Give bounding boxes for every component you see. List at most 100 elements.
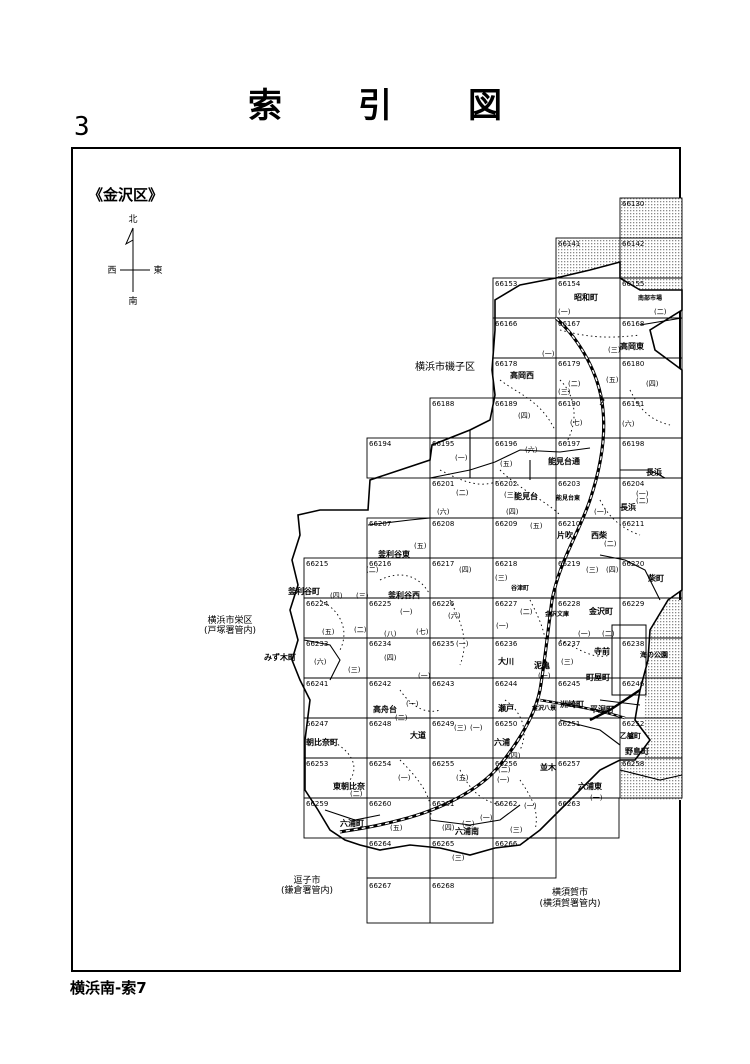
sea-area (556, 198, 682, 800)
chome-mark: (二) (366, 566, 379, 574)
footer-label: 横浜南-索7 (70, 979, 147, 997)
place-name: 東朝比奈 (333, 781, 366, 791)
compass-north: 北 (128, 214, 137, 225)
chome-mark: (一) (418, 672, 431, 680)
chome-mark: (六) (622, 419, 635, 428)
grid-cell-number: 66244 (495, 680, 518, 688)
chome-mark: (三) (454, 724, 467, 732)
place-name: 並木 (540, 762, 557, 772)
grid-cell-number: 66258 (622, 760, 644, 768)
place-name: 寺前 (594, 646, 610, 656)
chome-marks: (一) (二) (一) (三) (二) (三) (五) (四) (四) (七) … (314, 308, 667, 862)
grid-cell-number: 66250 (495, 720, 517, 728)
place-name: 釜利谷西 (387, 590, 420, 600)
place-name: 能見台 (514, 491, 538, 501)
chome-mark: (五) (500, 460, 513, 468)
place-name: 金沢文庫 (544, 610, 569, 618)
place-name: 高岡東 (620, 341, 644, 351)
grid-cell-number: 66197 (558, 440, 580, 448)
chome-mark: (一) (496, 622, 509, 630)
chome-mark: (一) (497, 776, 510, 784)
chome-mark: (二) (354, 626, 367, 634)
grid-cell-number: 66219 (558, 560, 580, 568)
railway-line (339, 316, 641, 834)
chome-mark: (六) (448, 611, 461, 620)
grid-cell-number: 66243 (432, 680, 454, 688)
chome-mark: (二) (456, 489, 469, 497)
chome-mark: (六) (525, 445, 538, 454)
grid-cell-number: 66257 (558, 760, 580, 768)
title-char-3: 図 (468, 86, 502, 126)
grid-cell-number: 66166 (495, 320, 518, 328)
grid-cell-number: 66262 (495, 800, 517, 808)
chome-mark: (四) (518, 412, 531, 420)
grid-cell-number: 66196 (495, 440, 518, 448)
chome-mark: (三) (452, 854, 465, 862)
chome-mark: (五) (456, 774, 469, 782)
grid-cell-number: 66204 (622, 480, 645, 488)
ward-label: 《金沢区》 (88, 186, 163, 204)
chome-mark: (二) (350, 790, 363, 798)
grid-cell-number: 66209 (495, 520, 517, 528)
place-name: 大川 (498, 656, 514, 666)
grid-cell-number: 66245 (558, 680, 580, 688)
chome-mark: (四) (384, 654, 397, 662)
chome-mark: (三) (356, 592, 369, 600)
chome-mark: (一) (456, 640, 469, 648)
grid-cell-number: 66141 (558, 240, 580, 248)
place-name: 長浜 (646, 467, 662, 477)
grid-cell-number: 66194 (369, 440, 392, 448)
place-name: 能見台東 (556, 494, 580, 502)
place-name: 金沢町 (588, 606, 613, 616)
chome-mark: (一) (558, 308, 571, 316)
chome-mark: (三) (608, 346, 621, 354)
place-name: 町屋町 (586, 672, 610, 682)
grid-cell-number: 66190 (558, 400, 580, 408)
chome-mark: (一) (455, 454, 468, 462)
grid-cell-number: 66229 (622, 600, 644, 608)
grid-cell-number: 66235 (432, 640, 454, 648)
chome-mark: (五) (530, 522, 543, 530)
grid-cell-number: 66246 (622, 680, 645, 688)
chome-mark: (三) (348, 666, 361, 674)
chome-mark: (一) (636, 490, 649, 498)
grid-cell-number: 66191 (622, 400, 644, 408)
grid-cell-number: 66265 (432, 840, 454, 848)
place-name: みず木町 (264, 652, 296, 662)
grid-cell-number: 66251 (558, 720, 580, 728)
place-name: 洲崎町 (560, 699, 584, 709)
grid-cell-number: 66211 (622, 520, 644, 528)
grid-cell-number: 66218 (495, 560, 517, 568)
grid-cell-number: 66202 (495, 480, 517, 488)
place-name: 釜利谷町 (287, 586, 320, 596)
chome-mark: (一) (398, 774, 411, 782)
place-name: 片吹 (557, 530, 574, 540)
chome-mark: (五) (390, 824, 403, 832)
compass-rose (120, 227, 150, 292)
chome-mark: (一) (480, 814, 493, 822)
chome-mark: (四) (330, 592, 343, 600)
place-names: 昭和町 高岡東 高岡西 長浜 能見台通 能見台 能見台東 長浜 片吹 西柴 釜利… (264, 292, 668, 836)
chome-mark: (五) (322, 628, 335, 636)
grid-cell-number: 66180 (622, 360, 644, 368)
place-name: 泥亀 (534, 660, 550, 670)
chome-mark: (五) (606, 376, 619, 384)
chome-mark: (三) (510, 826, 523, 834)
grid-cell-number: 66253 (306, 760, 328, 768)
grid-cell-number: 66203 (558, 480, 580, 488)
place-name: 大道 (410, 730, 426, 740)
chome-mark: (一) (470, 724, 483, 732)
grid-cell-number: 66215 (306, 560, 328, 568)
place-name: 六浦南 (455, 826, 479, 836)
grid-cell-number: 66266 (495, 840, 518, 848)
grid-cell-number: 66267 (369, 882, 391, 890)
place-name: 長浜 (620, 502, 636, 512)
chome-mark: (八) (384, 630, 397, 638)
compass-south: 南 (128, 295, 137, 307)
chome-mark: (三) (558, 388, 571, 396)
chome-mark: (五) (414, 542, 427, 550)
grid-cell-number: 66195 (432, 440, 454, 448)
neighbor-yokosuka: 横須賀市 (552, 886, 588, 898)
chome-mark: (六) (437, 507, 450, 516)
place-name: 昭和町 (574, 292, 598, 302)
